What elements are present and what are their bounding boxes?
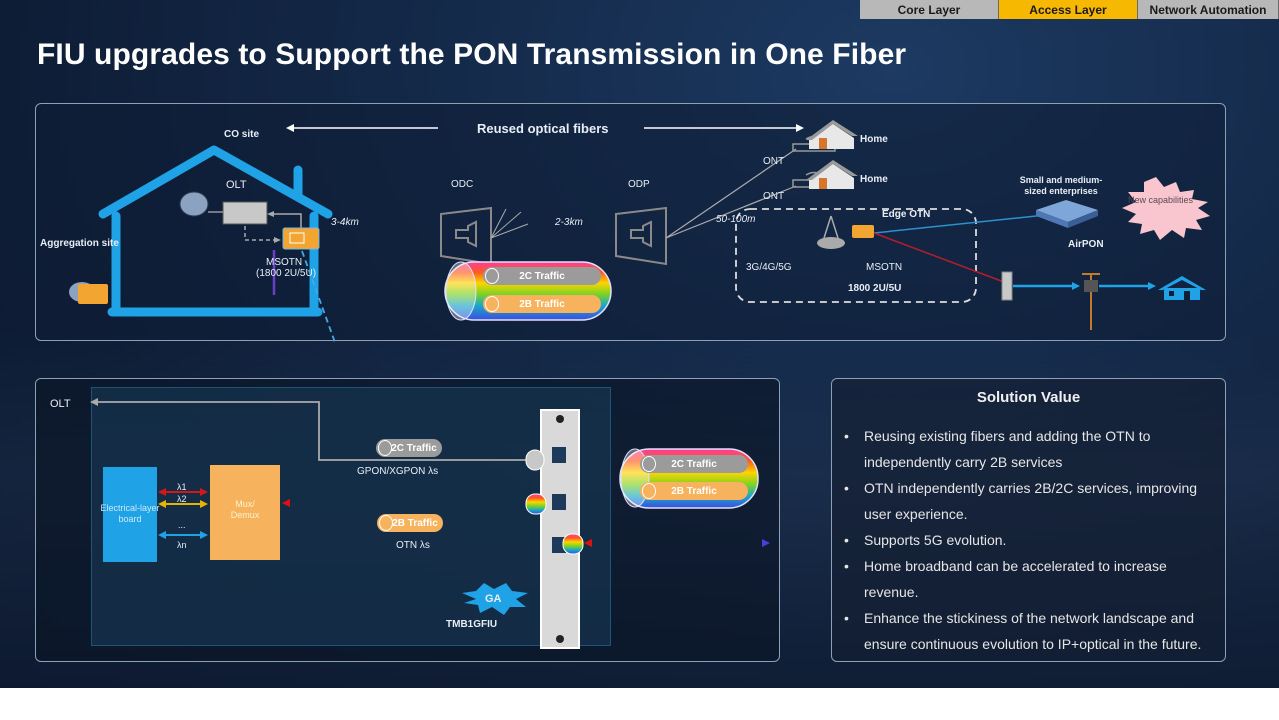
tmb1gfiu-board xyxy=(540,409,580,649)
ont-label-1: ONT xyxy=(763,156,785,167)
sme-label: Small and medium-sized enterprises xyxy=(1019,175,1103,196)
ont-label-2: ONT xyxy=(763,191,785,202)
aggregation-otn-icon xyxy=(78,284,108,304)
solution-value-item: Enhance the stickiness of the network la… xyxy=(844,605,1217,657)
topology-graphics xyxy=(69,120,1210,342)
home-label-2: Home xyxy=(860,174,888,185)
ga-badge-burst xyxy=(462,583,528,615)
traffic-2c-pill: 2C Traffic xyxy=(483,267,601,285)
enterprise-building-icon xyxy=(1036,200,1098,228)
traffic-2c-pill-bottom: 2C Traffic xyxy=(376,439,442,457)
distance-2-3km: 2-3km xyxy=(555,217,583,228)
reused-fibers-label: Reused optical fibers xyxy=(477,121,609,136)
lambda-n-label: λn xyxy=(177,540,187,550)
electrical-layer-board xyxy=(103,467,157,562)
solution-value-panel: Solution Value Reusing existing fibers a… xyxy=(831,378,1226,662)
solution-value-item: Reusing existing fibers and adding the O… xyxy=(844,423,1217,475)
edge-msotn-label: MSOTN xyxy=(866,262,903,273)
home-label-1: Home xyxy=(860,134,888,145)
edge-otn-label: Edge OTN xyxy=(882,209,931,220)
connector-rainbow-1 xyxy=(525,493,547,515)
link-to-airpon xyxy=(873,232,1005,283)
fiu-detail-panel: OLT Electrical-layer board Mux/ Demux λ1… xyxy=(35,378,780,662)
network-topology-panel: Reused optical fibers CO site OLT Aggreg… xyxy=(35,103,1226,342)
odc-splitter-icon xyxy=(440,206,492,266)
edge-msotn-model-label: 1800 2U/5U xyxy=(848,283,902,294)
new-capabilities-label: New capabilities xyxy=(1128,195,1194,205)
arrow-left-head xyxy=(286,124,294,132)
new-capabilities-burst xyxy=(1122,177,1210,240)
lambda-2-label: λ2 xyxy=(177,494,187,504)
co-site-label: CO site xyxy=(224,129,260,140)
airpon-label: AirPON xyxy=(1068,239,1104,250)
mux-demux-block xyxy=(210,465,280,560)
slide: Core Layer Access Layer Network Automati… xyxy=(0,0,1279,688)
tab-access-layer[interactable]: Access Layer xyxy=(999,0,1138,19)
lambda-arrows xyxy=(158,488,208,539)
msotn-model-label: (1800 2U/5U) xyxy=(256,268,317,279)
ga-badge-label: GA xyxy=(485,593,502,605)
fiu-detail-inner xyxy=(91,387,611,646)
board-name-label: TMB1GFIU xyxy=(446,619,498,630)
solution-value-item: OTN independently carries 2B/2C services… xyxy=(844,475,1217,527)
mobile-gen-label: 3G/4G/5G xyxy=(746,262,792,273)
traffic-2b-pill-bottom: 2B Traffic xyxy=(377,514,443,532)
solution-value-item: Home broadband can be accelerated to inc… xyxy=(844,553,1217,605)
gpon-lambda-label: GPON/XGPON λs xyxy=(357,466,439,477)
edge-otn-region xyxy=(735,208,977,303)
port-2 xyxy=(552,494,566,510)
airpon-home-icon xyxy=(1158,276,1206,300)
odp-splitter-icon xyxy=(615,206,667,266)
router-icon xyxy=(179,191,209,217)
port-3 xyxy=(552,537,566,553)
cell-tower-icon xyxy=(823,215,839,239)
lambda-1-label: λ1 xyxy=(177,482,187,492)
odc-label: ODC xyxy=(451,179,474,190)
cloud-icon xyxy=(817,237,845,249)
port-1 xyxy=(552,447,566,463)
edge-otn-device-icon xyxy=(852,225,874,238)
olt-device-icon xyxy=(222,201,268,225)
solution-value-item: Supports 5G evolution. xyxy=(844,527,1217,553)
page-title: FIU upgrades to Support the PON Transmis… xyxy=(37,38,907,71)
olt-label-bottom: OLT xyxy=(50,398,71,410)
olt-return-line xyxy=(94,401,526,461)
combined-2b-pill: 2B Traffic xyxy=(640,482,748,500)
arrow-right-head xyxy=(796,124,804,132)
link-to-sme xyxy=(873,214,1047,234)
lambda-ellipsis-label: ... xyxy=(178,520,186,530)
tab-network-automation[interactable]: Network Automation xyxy=(1138,0,1279,19)
distance-3-4km: 3-4km xyxy=(331,217,359,228)
mux-demux-label: Mux/ Demux xyxy=(230,499,260,520)
otn-lambda-label: OTN λs xyxy=(396,540,430,551)
zoom-in-dashed-link xyxy=(301,250,336,342)
msotn-device-icon xyxy=(282,227,320,250)
traffic-2b-pill: 2B Traffic xyxy=(483,295,601,313)
electrical-board-label: Electrical-layer board xyxy=(100,503,160,524)
home-icon-2 xyxy=(806,160,858,189)
airpon-ap-icon xyxy=(1001,271,1013,301)
connector-gray xyxy=(525,449,545,471)
connector-rainbow-2 xyxy=(562,533,584,555)
home-icon-1 xyxy=(806,120,858,149)
distance-50-100m: 50-100m xyxy=(716,214,756,225)
solution-value-list: Reusing existing fibers and adding the O… xyxy=(844,423,1217,657)
olt-label: OLT xyxy=(226,179,247,191)
combined-2c-pill: 2C Traffic xyxy=(640,455,748,473)
odp-label: ODP xyxy=(628,179,650,190)
aggregation-site-label: Aggregation site xyxy=(40,238,119,249)
msotn-label: MSOTN xyxy=(266,257,303,268)
tab-core-layer[interactable]: Core Layer xyxy=(860,0,999,19)
solution-value-title: Solution Value xyxy=(976,389,1081,406)
